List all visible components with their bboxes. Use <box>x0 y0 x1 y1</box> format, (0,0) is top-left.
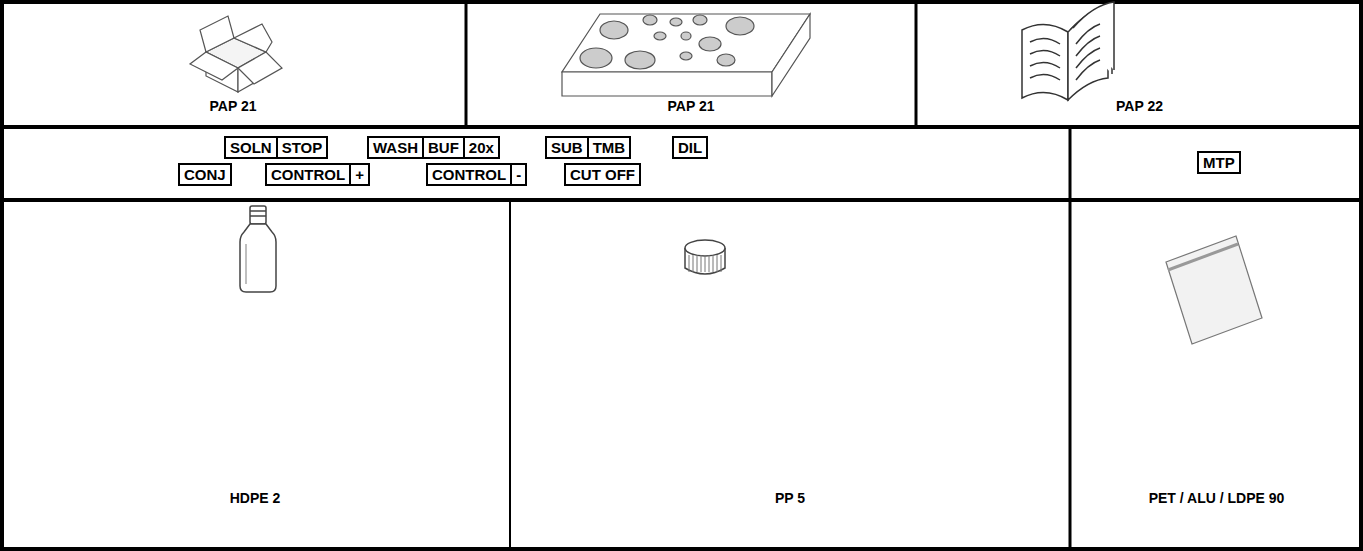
table-cell: PAP 21 <box>0 0 466 127</box>
label-box: CUT OFF <box>564 163 641 186</box>
bottle-icon <box>240 206 276 292</box>
symbol-label: DIL <box>678 139 702 156</box>
label-box: CONTROL <box>426 163 512 186</box>
label-box: CONJ <box>178 163 232 186</box>
label-box: + <box>349 163 370 186</box>
label-box: - <box>510 163 527 186</box>
label-box: STOP <box>276 136 329 159</box>
symbol-label: - <box>516 166 521 183</box>
symbol-label: SOLN <box>230 139 272 156</box>
symbol-label: CONJ <box>184 166 226 183</box>
symbol-label: SUB <box>551 139 583 156</box>
material-code: PAP 21 <box>0 98 466 114</box>
label-box: SUB <box>545 136 589 159</box>
symbol-label: CONTROL <box>432 166 506 183</box>
table-cell: PET / ALU / LDPE 90 <box>1070 200 1363 551</box>
symbol-label: MTP <box>1203 154 1235 171</box>
tray-icon <box>562 14 810 96</box>
material-code: PET / ALU / LDPE 90 <box>1070 490 1363 506</box>
label-box: WASH <box>367 136 424 159</box>
symbol-label: BUF <box>428 139 459 156</box>
symbol-label: TMB <box>593 139 626 156</box>
label-box: CONTROL <box>265 163 351 186</box>
label-box: SOLN <box>224 136 278 159</box>
table-cell: PP 5 <box>510 200 1070 551</box>
label-box: MTP <box>1197 151 1241 174</box>
booklet-icon <box>1022 2 1114 100</box>
table-cell: HDPE 2 <box>0 200 510 551</box>
label-box: DIL <box>672 136 708 159</box>
cap-icon <box>685 240 725 274</box>
material-code: PAP 21 <box>466 98 916 114</box>
box-icon <box>190 16 282 92</box>
symbol-label: WASH <box>373 139 418 156</box>
symbol-label: STOP <box>282 139 323 156</box>
material-code: HDPE 2 <box>0 490 510 506</box>
material-code: PAP 22 <box>916 98 1363 114</box>
label-box: TMB <box>587 136 632 159</box>
symbol-label: 20x <box>469 139 494 156</box>
symbol-label: + <box>355 166 364 183</box>
symbol-label: CUT OFF <box>570 166 635 183</box>
table-cell: PAP 22 <box>916 0 1363 127</box>
bag-icon <box>1166 236 1262 344</box>
material-code: PP 5 <box>510 490 1070 506</box>
label-box: 20x <box>463 136 500 159</box>
symbol-label: CONTROL <box>271 166 345 183</box>
table-cell: PAP 21 <box>466 0 916 127</box>
label-box: BUF <box>422 136 465 159</box>
